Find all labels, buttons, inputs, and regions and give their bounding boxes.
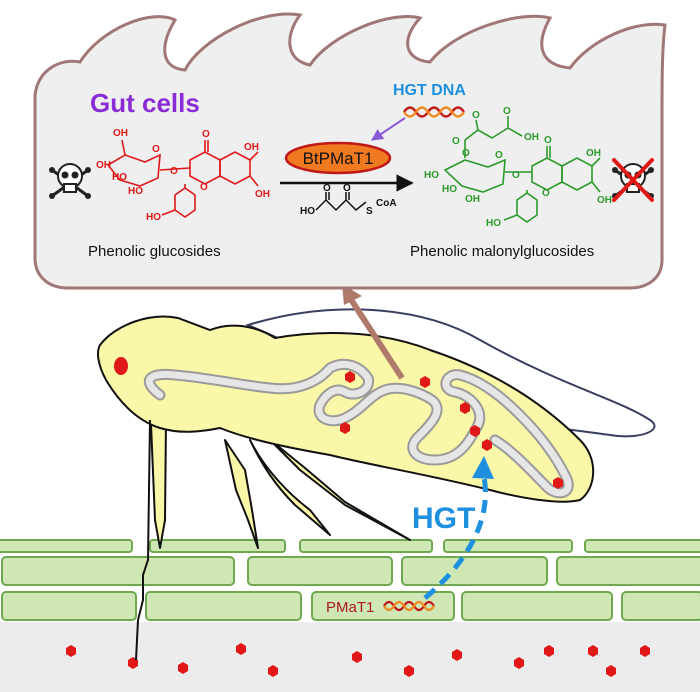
particle [340,422,350,434]
substrate-atom: HO [128,186,143,197]
particle [66,645,76,657]
particle [404,665,414,677]
product-atom: O [503,106,511,117]
ground-band [0,622,700,692]
cofactor-s: S [366,206,373,217]
hgt-dna-arrow [371,117,406,141]
substrate-atom: O [202,129,210,140]
hgt-dna-label: HGT DNA [393,82,466,99]
substrate-atom: O [200,182,208,193]
substrate-atom: OH [244,142,259,153]
plant-cell [443,539,573,553]
particle [470,425,480,437]
insect-body [97,315,595,503]
gut-to-cell-arrow [347,296,405,380]
substrate-atom: O [152,144,160,155]
hgt-arrowhead [472,456,494,479]
plant-cell [621,591,700,621]
particle [588,645,598,657]
plant-cell [299,539,433,553]
plant-cell [461,591,613,621]
particle [544,645,554,657]
particle [460,402,470,414]
gut-cells-title: Gut cells [90,88,200,118]
cofactor-o1: O [323,183,331,194]
product-atom: OH [597,195,612,206]
cofactor-coa: CoA [376,198,397,209]
plant-cell [584,539,700,553]
particle [352,651,362,663]
enzyme-label: BtPMaT1 [303,149,374,168]
product-atom: O [544,135,552,146]
product-atom: O [495,150,503,161]
product-atom: O [542,188,550,199]
hgt-arrow [423,467,488,600]
product-atom: HO [486,218,501,229]
cofactor-ho: HO [300,206,315,217]
particle [268,665,278,677]
particle [178,662,188,674]
product-atom: OH [465,194,480,205]
product-atom: O [472,110,480,121]
product-structure [443,116,601,223]
plant-cell [0,539,133,553]
insect-stylet [135,419,151,661]
particle [640,645,650,657]
crossed-skull-icon [612,158,654,202]
product-atom: O [462,148,470,159]
product-atom: OH [524,132,539,143]
hgt-dna-icon [403,106,465,118]
substrate-atom: O [170,166,178,177]
product-atom: HO [442,184,457,195]
particle [128,657,138,669]
hgt-label: HGT [412,502,475,535]
pmat1-dna-icon [383,600,435,612]
particle [345,371,355,383]
particle [514,657,524,669]
plant-cell [247,556,393,586]
product-atom: O [452,136,460,147]
skull-icon [49,163,91,199]
insect-gut-lumen [145,360,572,497]
plant-cell [145,591,302,621]
enzyme-badge [284,141,392,175]
plant-cell [1,556,235,586]
particle [452,649,462,661]
particle [482,439,492,451]
product-atom: OH [586,148,601,159]
product-label: Phenolic malonylglucosides [410,243,594,260]
product-atom: O [512,170,520,181]
particle [606,665,616,677]
product-atom: HO [424,170,439,181]
ground-particles [66,643,650,677]
pmat1-label: PMaT1 [326,599,374,616]
particle [236,643,246,655]
particle [420,376,430,388]
plant-cells [0,539,700,621]
insect-leg [224,439,259,549]
substrate-atom: HO [146,212,161,223]
substrate-atom: OH [113,128,128,139]
plant-cell [149,539,286,553]
insect-legs [149,399,411,549]
substrate-structure [106,139,259,218]
cofactor-o2: O [343,183,351,194]
insect-leg [249,439,331,536]
particle [553,477,563,489]
plant-cell [401,556,548,586]
insect-eye [114,357,128,375]
gut-particles [340,371,563,489]
plant-cell [311,591,455,621]
plant-cell [1,591,137,621]
cofactor-structure [315,192,367,212]
substrate-atom: OH [255,189,270,200]
insect-leg [267,437,411,541]
plant-cell [556,556,700,586]
substrate-label: Phenolic glucosides [88,243,221,260]
substrate-atom: OH [96,160,111,171]
substrate-atom: HO [112,172,127,183]
